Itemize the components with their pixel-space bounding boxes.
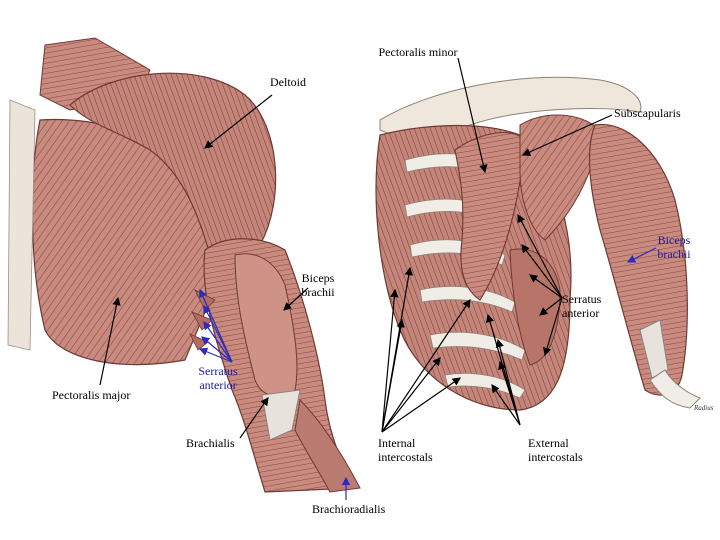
label-serratus-anterior-right: Serratus anterior [562,292,602,320]
biceps-belly [234,253,298,397]
label-subscapularis: Subscapularis [614,106,681,120]
pointer-lines [99,57,657,500]
label-serratus-anterior-left: Serratus anterior [198,364,238,392]
label-brachioradialis: Brachioradialis [312,502,386,516]
label-internal-intercostals: Internal intercostals [378,436,433,464]
subscapularis-muscle [519,114,601,241]
radius-bone [649,369,701,409]
right-biceps-tendon [639,319,669,379]
pointer-serratus-left [198,288,233,363]
pointer-pectoralis-major [99,296,121,386]
pointer-subscapularis [521,114,613,156]
label-brachialis: Brachialis [186,436,235,450]
pointer-external-intercostals [485,313,521,426]
label-deltoid: Deltoid [270,75,306,89]
biceps-tendon [261,389,301,441]
pointer-internal-intercostals [381,266,471,433]
pointer-serratus-right [517,213,563,357]
right-figure [375,76,701,411]
forearm [294,398,361,493]
pectoralis-minor-muscle [454,132,526,301]
label-external-intercostals: External intercostals [528,436,583,464]
pointer-biceps-left [283,287,309,311]
sternum-edge [7,99,36,351]
pointer-deltoid [204,94,273,149]
label-biceps-brachii-left: Biceps brachii [301,271,335,299]
label-pectoralis-minor: Pectoralis minor [378,45,458,59]
pointer-pectoralis-minor [457,57,488,174]
left-figure [7,37,361,493]
label-pectoralis-major: Pectoralis major [52,388,131,402]
pointer-brachialis [239,397,269,439]
pointer-biceps-right [626,247,657,263]
label-radius: Radius [694,404,714,412]
label-biceps-brachii-right: Biceps brachii [657,233,691,261]
